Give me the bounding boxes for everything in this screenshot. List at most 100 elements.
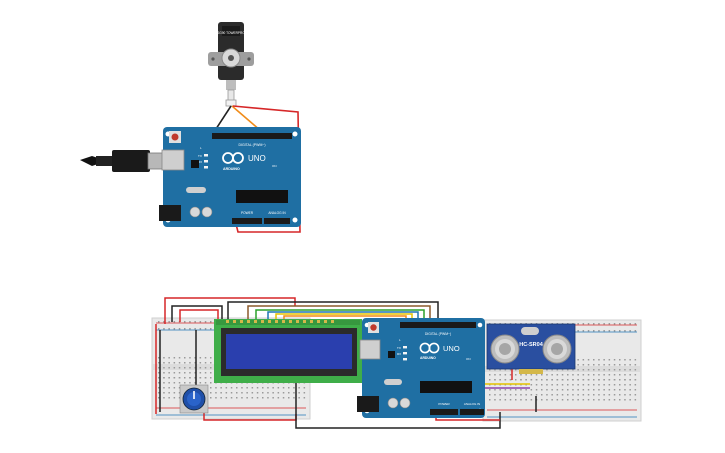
breadboard-hole — [567, 399, 569, 401]
breadboard-hole — [603, 399, 605, 401]
breadboard-hole — [184, 362, 186, 364]
servo-motor[interactable]: SG90 TOWERPRO — [208, 22, 254, 107]
breadboard-hole — [199, 328, 202, 330]
breadboard-hole — [204, 372, 207, 374]
breadboard-hole — [577, 384, 579, 386]
breadboard-hole — [178, 377, 181, 379]
lcd-16x2[interactable] — [214, 319, 362, 383]
breadboard-hole — [598, 399, 600, 401]
breadboard-hole — [509, 374, 512, 376]
breadboard-hole — [535, 384, 538, 386]
breadboard-hole — [236, 392, 238, 394]
breadboard-hole — [634, 374, 637, 376]
breadboard-hole — [173, 372, 176, 374]
breadboard-hole — [582, 394, 585, 396]
led-rx-label-2: RX — [397, 352, 401, 356]
breadboard-hole — [199, 362, 202, 364]
breadboard-hole — [194, 328, 196, 330]
breadboard-hole — [267, 397, 269, 399]
arduino-uno-2[interactable]: DIGITAL (PWM~) UNO ARDUINO TX RX L ON PO… — [357, 318, 485, 418]
breadboard-hole — [567, 374, 569, 376]
ultrasonic-sensor[interactable]: HC-SR04 — [486, 323, 576, 374]
breadboard-hole — [624, 330, 626, 332]
breadboard-hole — [168, 382, 170, 384]
breadboard-hole — [546, 374, 548, 376]
breadboard-hole — [587, 374, 590, 376]
breadboard-hole — [598, 323, 600, 325]
breadboard-hole — [624, 369, 626, 371]
breadboard-hole — [163, 382, 165, 384]
breadboard-hole — [489, 379, 491, 381]
breadboard-hole — [184, 372, 186, 374]
potentiometer[interactable] — [179, 384, 209, 414]
breadboard-hole — [587, 394, 590, 396]
breadboard-hole — [158, 362, 160, 364]
breadboard-hole — [173, 392, 176, 394]
breadboard-hole — [494, 389, 496, 391]
lcd-pin — [268, 320, 271, 323]
breadboard-hole — [199, 377, 202, 379]
breadboard-hole — [256, 392, 259, 394]
breadboard-hole — [629, 399, 631, 401]
breadboard-hole — [561, 369, 564, 371]
breadboard-hole — [608, 374, 611, 376]
breadboard-hole — [619, 374, 621, 376]
breadboard-hole — [613, 374, 616, 376]
breadboard-hole — [210, 367, 212, 369]
breadboard-hole — [587, 364, 590, 366]
breadboard-hole — [178, 367, 181, 369]
transducer-left — [490, 334, 520, 364]
breadboard-hole — [619, 323, 621, 325]
breadboard-hole — [199, 321, 202, 323]
breadboard-hole — [629, 384, 631, 386]
breadboard-hole — [593, 374, 595, 376]
breadboard-hole — [593, 384, 595, 386]
breadboard-hole — [561, 389, 564, 391]
led-tx-label-2: TX — [397, 346, 401, 350]
breadboard-hole — [236, 387, 238, 389]
breadboard-hole — [603, 364, 605, 366]
breadboard-hole — [546, 384, 548, 386]
breadboard-hole — [163, 321, 165, 323]
breadboard-hole — [241, 397, 243, 399]
breadboard-hole — [184, 377, 186, 379]
breadboard-hole — [509, 399, 512, 401]
breadboard-hole — [577, 359, 579, 361]
breadboard-hole — [598, 369, 600, 371]
breadboard-hole — [204, 367, 207, 369]
breadboard-hole — [204, 357, 207, 359]
breadboard-hole — [204, 321, 207, 323]
breadboard-hole — [489, 394, 491, 396]
arduino-brand-1: ARDUINO — [223, 167, 240, 171]
breadboard-hole — [593, 364, 595, 366]
breadboard-hole — [251, 397, 254, 399]
usb-cable[interactable] — [80, 150, 169, 172]
breadboard-hole — [577, 364, 579, 366]
breadboard-hole — [561, 394, 564, 396]
breadboard-hole — [619, 330, 621, 332]
breadboard-hole — [163, 377, 165, 379]
breadboard-hole — [499, 379, 501, 381]
power-header-label-2: POWER — [438, 402, 450, 406]
breadboard-hole — [572, 384, 574, 386]
breadboard-hole — [178, 362, 181, 364]
lcd-pin — [310, 320, 313, 323]
breadboard-hole — [608, 323, 611, 325]
breadboard-hole — [520, 394, 522, 396]
arduino-uno-1[interactable]: DIGITAL (PWM~) UNO ARDUINO TX RX L ON — [159, 127, 301, 227]
breadboard-hole — [561, 379, 564, 381]
breadboard-hole — [520, 389, 522, 391]
breadboard-hole — [489, 389, 491, 391]
breadboard-hole — [199, 382, 202, 384]
breadboard-hole — [561, 374, 564, 376]
servo-power-wire[interactable] — [232, 105, 301, 233]
breadboard-hole — [194, 372, 196, 374]
breadboard-hole — [551, 399, 553, 401]
breadboard-hole — [520, 399, 522, 401]
breadboard-hole — [619, 384, 621, 386]
breadboard-hole — [163, 387, 165, 389]
breadboard-hole — [158, 321, 160, 323]
ultrasonic-label: HC-SR04 — [519, 342, 543, 348]
breadboard-hole — [194, 382, 196, 384]
